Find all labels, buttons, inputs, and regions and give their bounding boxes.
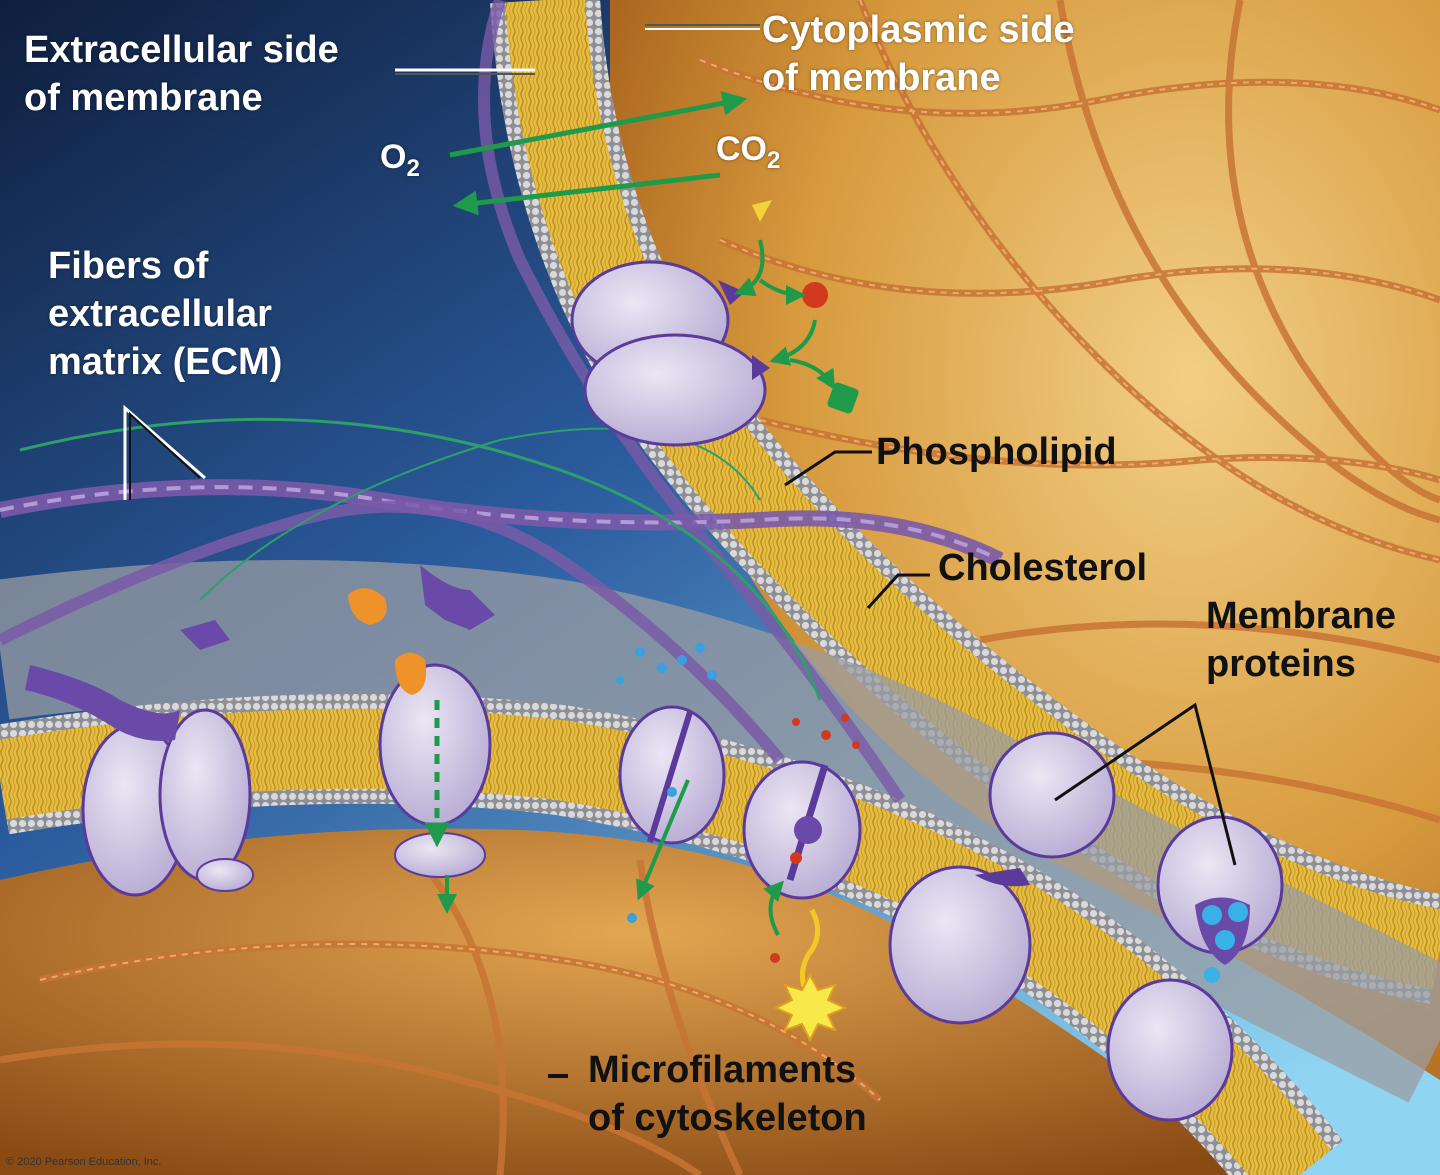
phospholipid-label: Phospholipid	[876, 431, 1117, 473]
cytoplasm-lower	[0, 828, 1260, 1175]
microfilaments-highlight	[39, 0, 1440, 1101]
lower-proteins	[25, 565, 1284, 1122]
leader-lines	[123, 24, 1237, 1078]
channel-protein-upper	[570, 260, 770, 447]
copyright-notice: © 2020 Pearson Education, Inc.	[6, 1156, 162, 1168]
o2-label: O2	[380, 138, 420, 182]
gas-arrows	[449, 90, 748, 216]
co2-label: CO2	[716, 130, 781, 174]
enzyme-products	[734, 200, 859, 414]
cholesterol-label: Cholesterol	[938, 547, 1148, 589]
